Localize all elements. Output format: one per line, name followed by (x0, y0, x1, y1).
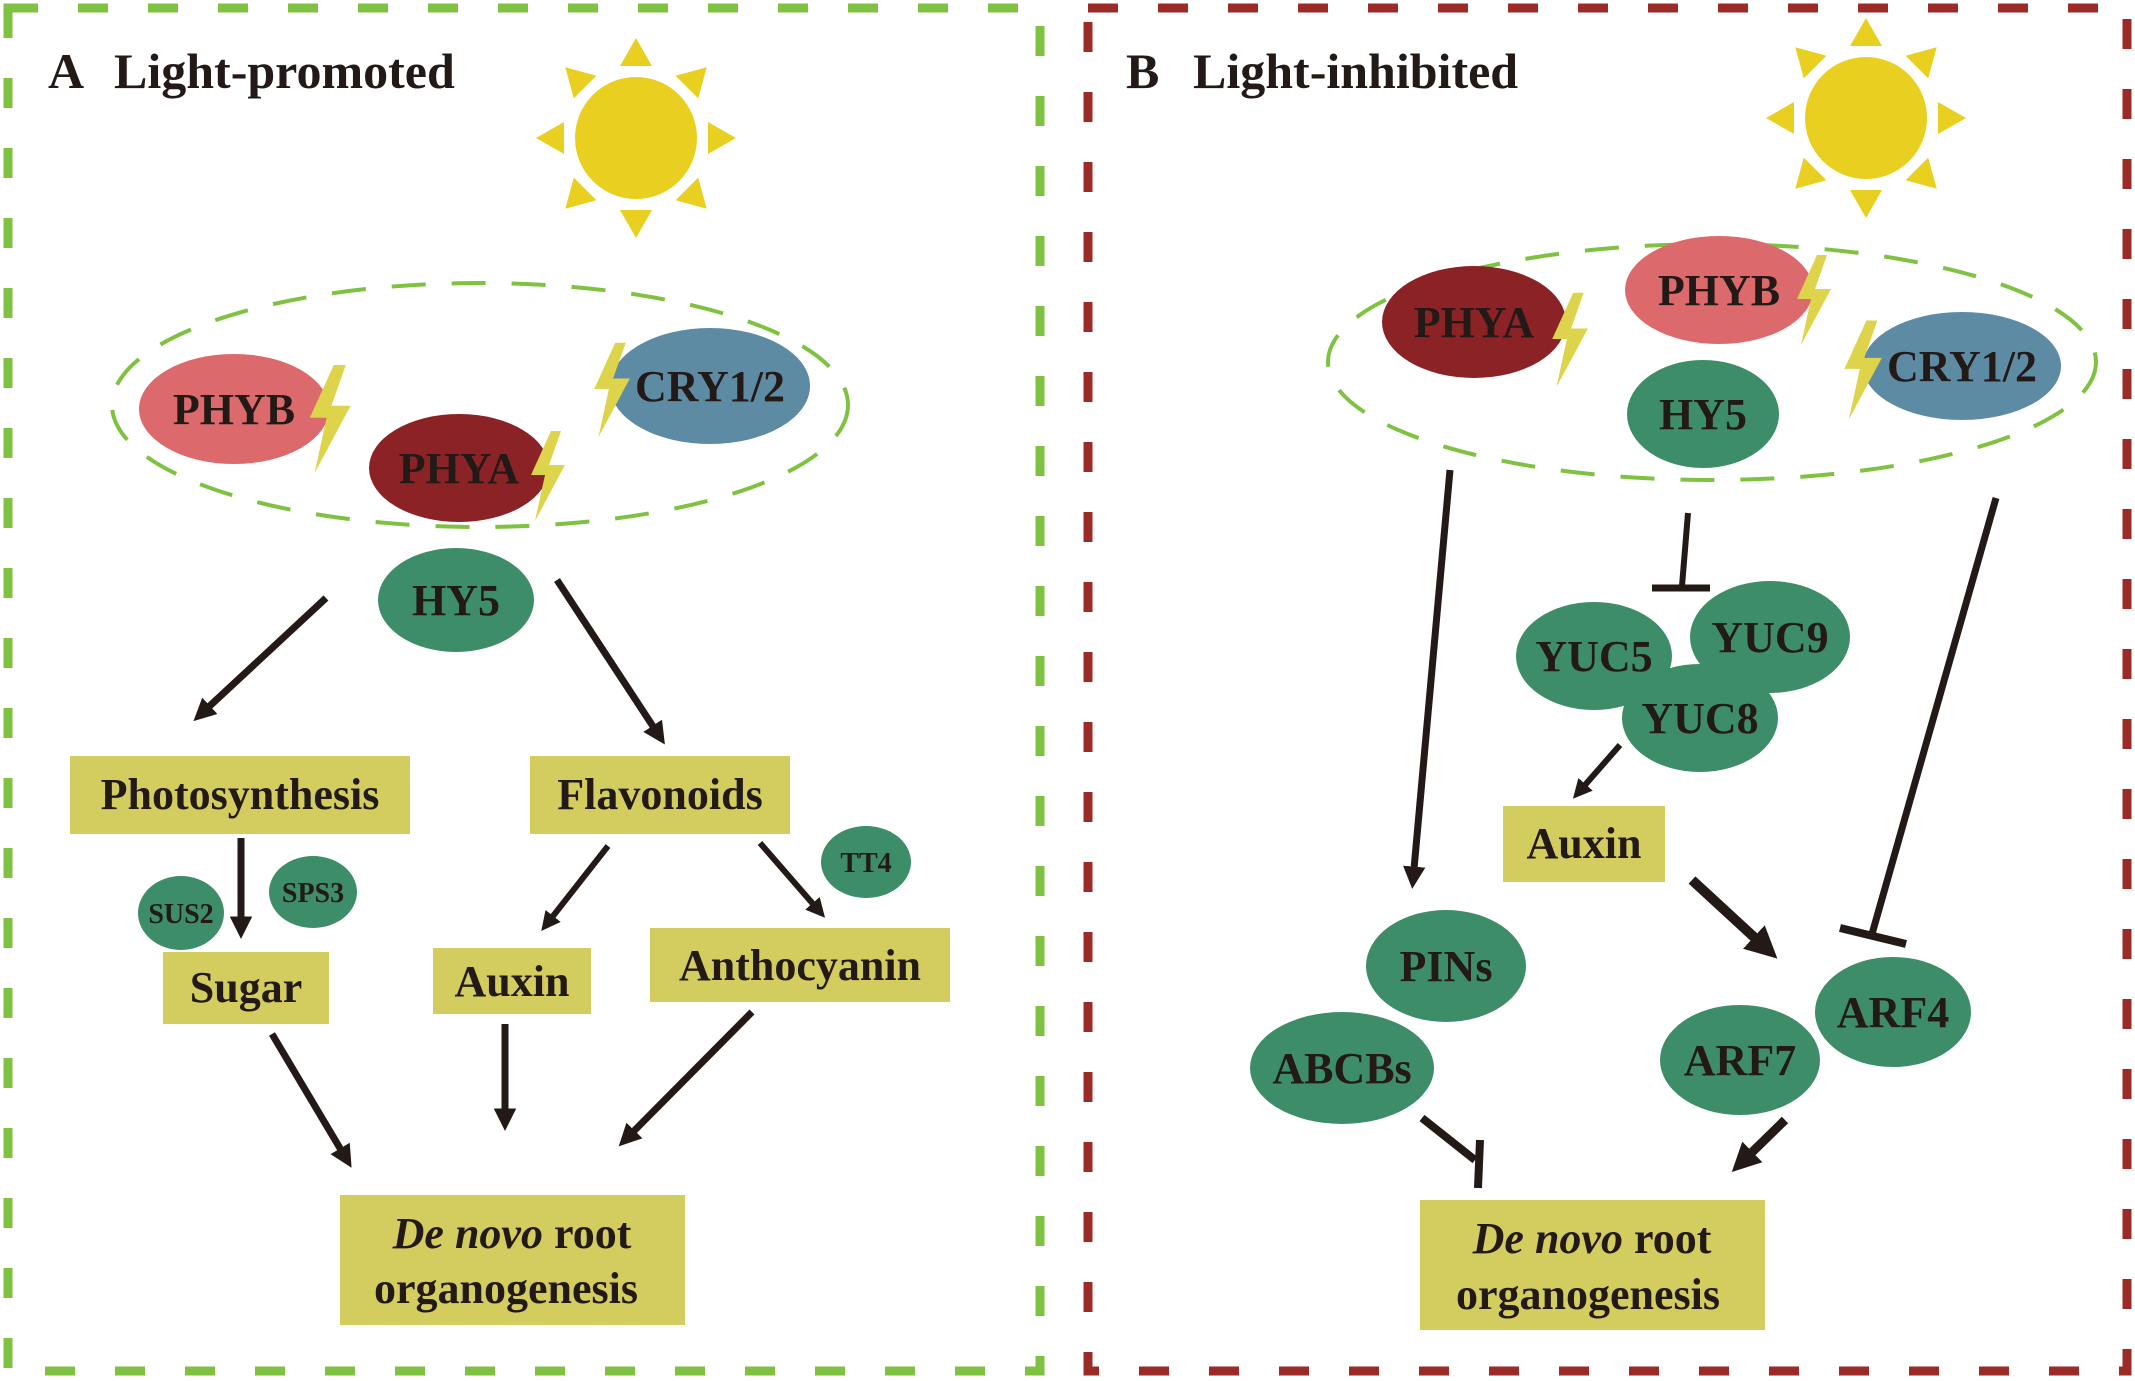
svg-text:Sugar: Sugar (190, 963, 302, 1012)
svg-text:CRY1/2: CRY1/2 (1887, 342, 2037, 391)
sun-icon (1766, 18, 1966, 218)
abcbs-node: ABCBs (1250, 1012, 1434, 1124)
svg-text:SPS3: SPS3 (282, 878, 344, 909)
svg-text:PINs: PINs (1400, 942, 1493, 991)
svg-text:organogenesis: organogenesis (1456, 1270, 1720, 1319)
photosynthesis-box: Photosynthesis (70, 756, 410, 834)
arrow-icon (757, 841, 826, 918)
sus2-node: SUS2 (138, 876, 224, 950)
panel-a-border (3, 3, 1045, 1376)
svg-text:De novo root: De novo root (392, 1209, 632, 1258)
inhibition-bar-icon (1652, 512, 1710, 592)
yuc5-node: YUC5 (1516, 602, 1672, 710)
svg-text:ARF7: ARF7 (1684, 1036, 1796, 1085)
svg-text:Flavonoids: Flavonoids (557, 770, 762, 819)
sps3-node: SPS3 (269, 856, 357, 928)
svg-text:Photosynthesis: Photosynthesis (101, 770, 380, 819)
panel-b: B Light-inhibited PHYA PHYB (1083, 3, 2132, 1376)
svg-text:organogenesis: organogenesis (374, 1264, 638, 1313)
panel-b-title: Light-inhibited (1193, 43, 1518, 99)
phyb-node: PHYB (1625, 236, 1813, 344)
inhibition-bar-icon (1839, 497, 2000, 948)
cry-node: CRY1/2 (610, 328, 810, 444)
phyb-node: PHYB (139, 354, 329, 464)
arf7-node: ARF7 (1660, 1005, 1820, 1115)
svg-text:De novo root: De novo root (1472, 1214, 1712, 1263)
hy5-node: HY5 (1627, 360, 1779, 468)
svg-text:Anthocyanin: Anthocyanin (679, 941, 921, 990)
svg-text:Auxin: Auxin (1527, 819, 1642, 868)
outcome-box: De novo root organogenesis (1420, 1200, 1765, 1330)
cry-node: CRY1/2 (1863, 312, 2061, 420)
phya-node: PHYA (369, 414, 549, 522)
panel-a: A Light-promoted PHYB CRY1/2 (3, 3, 1045, 1376)
svg-text:PHYB: PHYB (173, 385, 295, 434)
auxin-box: Auxin (433, 948, 591, 1014)
outcome-box: De novo root organogenesis (340, 1195, 685, 1325)
yuc8-node: YUC8 (1622, 664, 1778, 772)
svg-text:SUS2: SUS2 (148, 899, 213, 930)
arrow-icon (1731, 1116, 1789, 1173)
anthocyanin-box: Anthocyanin (650, 928, 950, 1002)
pins-node: PINs (1366, 910, 1526, 1022)
photoreceptor-cluster-outline (110, 281, 850, 529)
svg-text:PHYB: PHYB (1658, 266, 1780, 315)
arrow-icon (1688, 876, 1778, 959)
panel-b-border (1083, 3, 2132, 1376)
sugar-box: Sugar (163, 952, 329, 1024)
arf4-node: ARF4 (1815, 957, 1971, 1067)
svg-text:Auxin: Auxin (455, 957, 570, 1006)
arrow-icon (193, 595, 329, 722)
arrow-icon (554, 578, 665, 745)
svg-text:PHYA: PHYA (1414, 298, 1535, 347)
svg-text:TT4: TT4 (840, 848, 891, 879)
svg-text:CRY1/2: CRY1/2 (635, 362, 785, 411)
panel-a-letter: A (48, 43, 84, 99)
panel-a-title: Light-promoted (114, 43, 455, 99)
hy5-node: HY5 (378, 548, 534, 652)
arrow-icon (1572, 743, 1623, 799)
auxin-box: Auxin (1503, 806, 1665, 882)
sun-icon (536, 38, 736, 238)
svg-text:YUC9: YUC9 (1711, 613, 1828, 662)
arrow-icon (1403, 469, 1454, 889)
arrow-icon (268, 1032, 352, 1168)
flavonoids-box: Flavonoids (530, 756, 790, 834)
svg-text:HY5: HY5 (1659, 390, 1747, 439)
yuc9-node: YUC9 (1690, 581, 1850, 693)
tt4-node: TT4 (821, 826, 911, 898)
svg-text:ABCBs: ABCBs (1272, 1044, 1411, 1093)
svg-text:YUC8: YUC8 (1641, 694, 1758, 743)
svg-text:YUC5: YUC5 (1535, 632, 1652, 681)
arrow-icon (541, 844, 611, 932)
panel-b-letter: B (1126, 43, 1159, 99)
inhibition-bar-icon (1419, 1114, 1484, 1189)
svg-text:PHYA: PHYA (399, 444, 520, 493)
svg-text:HY5: HY5 (412, 576, 500, 625)
svg-text:ARF4: ARF4 (1837, 988, 1949, 1037)
phya-node: PHYA (1382, 266, 1566, 378)
arrow-icon (618, 1009, 755, 1147)
